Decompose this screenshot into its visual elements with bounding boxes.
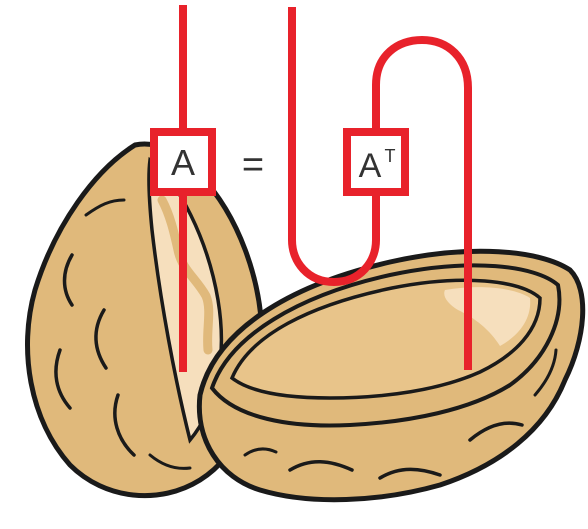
box-a-transpose: A T (347, 132, 405, 192)
box-a: A (154, 132, 212, 192)
box-a-transpose-label: A (359, 147, 382, 185)
box-a-label: A (171, 142, 195, 183)
box-a-transpose-superscript: T (385, 146, 396, 166)
walnut-illustration (28, 144, 583, 500)
equals-sign: = (242, 144, 264, 186)
